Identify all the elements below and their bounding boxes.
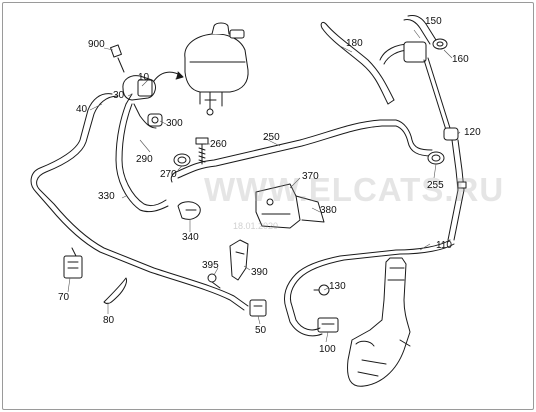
watermark-date: 18.01.2020 <box>233 221 279 231</box>
callout-395: 395 <box>202 260 219 271</box>
part-80-strap <box>103 277 127 305</box>
part-50-clip <box>249 299 267 317</box>
expansion-reservoir <box>184 22 249 116</box>
callout-70: 70 <box>58 292 70 303</box>
line-to-120 <box>423 59 447 131</box>
callout-150: 150 <box>425 16 442 27</box>
washer-reservoir <box>347 257 411 387</box>
part-395-bolt <box>207 273 221 289</box>
hose-110 <box>295 239 451 275</box>
callout-100: 100 <box>319 344 336 355</box>
part-260-bolt <box>195 137 209 165</box>
part-10-valve <box>110 44 156 105</box>
callout-160: 160 <box>452 54 469 65</box>
callout-330: 330 <box>98 191 115 202</box>
hose-40 <box>30 93 245 311</box>
watermark-text: WWW.ELCATS.RU <box>204 171 505 208</box>
part-70-sensor <box>63 247 83 279</box>
callout-900: 900 <box>88 39 105 50</box>
callout-370: 370 <box>302 171 319 182</box>
part-390-bracket <box>229 239 249 281</box>
callout-50: 50 <box>255 325 267 336</box>
callout-130: 130 <box>329 281 346 292</box>
callout-260: 260 <box>210 139 227 150</box>
callout-110: 110 <box>436 240 452 251</box>
callout-120: 120 <box>464 127 481 138</box>
part-255-clamp <box>427 151 445 165</box>
callout-380: 380 <box>320 205 337 216</box>
callout-390: 390 <box>251 267 268 278</box>
part-100-connector <box>317 317 339 333</box>
callout-80: 80 <box>103 315 115 326</box>
callout-290: 290 <box>136 154 153 165</box>
callout-340: 340 <box>182 232 199 243</box>
part-300-clip <box>147 113 163 127</box>
hose-180 <box>321 27 389 105</box>
callout-255: 255 <box>427 180 444 191</box>
callout-30: 30 <box>113 90 125 101</box>
hose-250 <box>175 119 433 173</box>
part-270-clamp <box>173 153 191 167</box>
callout-10: 10 <box>138 72 150 83</box>
part-370-380-bracket <box>255 183 325 229</box>
callout-270: 270 <box>160 169 177 180</box>
callout-40: 40 <box>76 104 88 115</box>
callout-250: 250 <box>263 132 280 143</box>
callout-300: 300 <box>166 118 183 129</box>
callout-180: 180 <box>346 38 363 49</box>
part-150-160-valve <box>403 15 448 63</box>
part-120-connector <box>443 127 459 141</box>
leader-lines <box>67 29 461 343</box>
